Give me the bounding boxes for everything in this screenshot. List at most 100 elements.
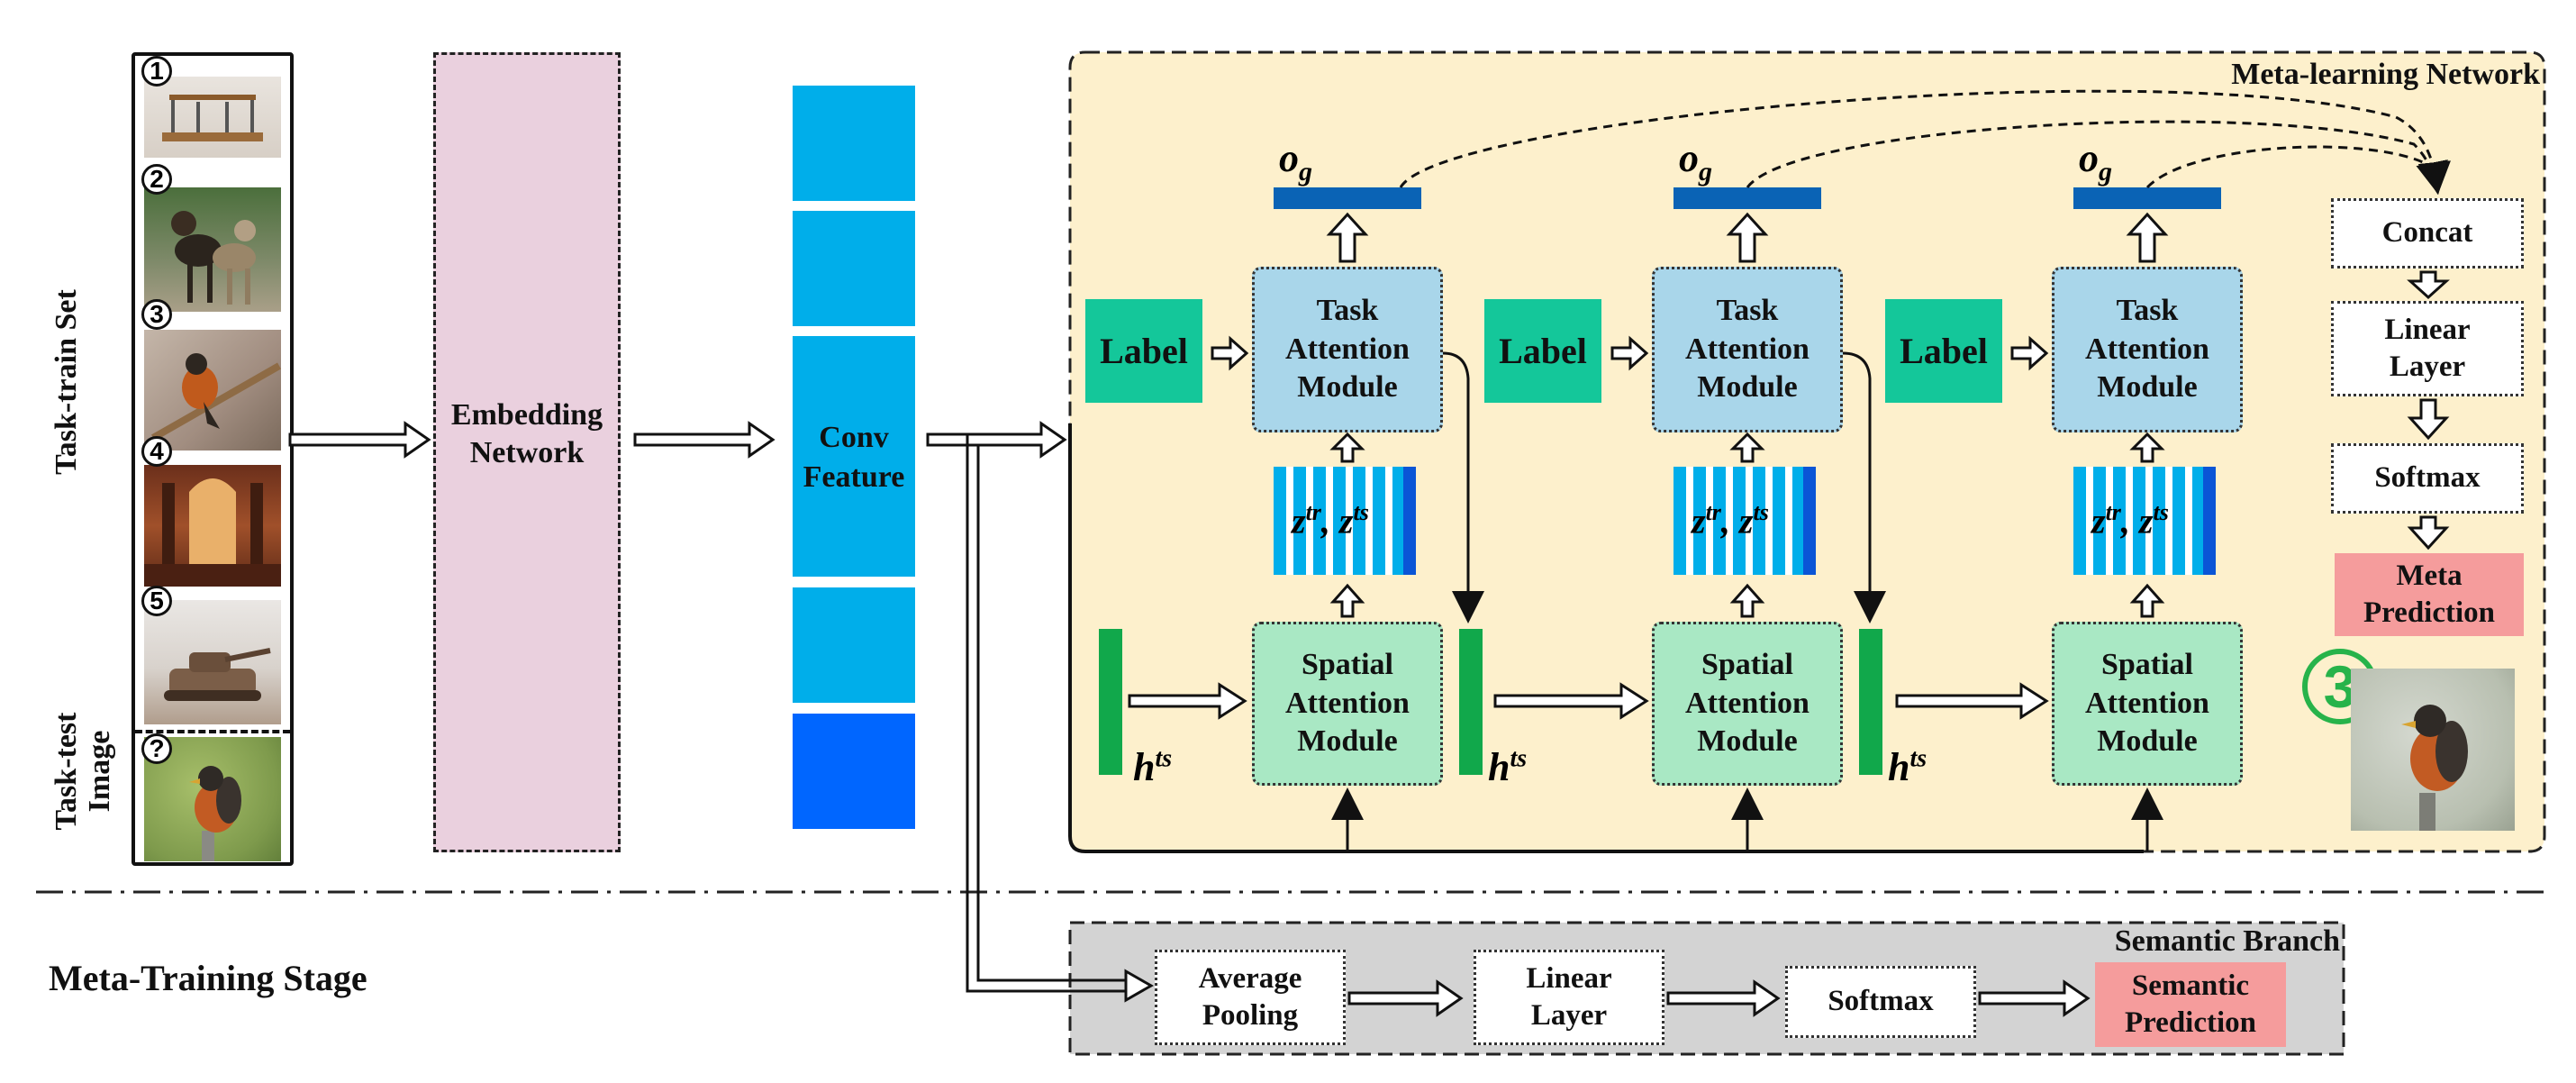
semantic-softmax-box: Softmax	[1785, 966, 1976, 1038]
meta-linear-layer-label: Linear Layer	[2384, 313, 2471, 383]
conv-block-5	[793, 714, 915, 829]
feature-stripes-2	[1673, 467, 1816, 575]
feature-stripes-1	[1274, 467, 1416, 575]
feature-stripe-last-2	[1803, 467, 1816, 575]
output-main-2: o	[1679, 136, 1699, 180]
label-box-1: Label	[1085, 299, 1202, 403]
spatial-attention-label-1: Spatial Attention Module	[1285, 648, 1410, 759]
feature-z-1: z	[1292, 500, 1306, 542]
output-main-1: o	[1279, 136, 1299, 180]
support-image-5	[144, 600, 281, 724]
spatial-attention-module-3: Spatial Attention Module	[2052, 622, 2243, 786]
hidden-bar-1	[1099, 629, 1122, 775]
feature-label-1: ztr, zts	[1292, 499, 1369, 542]
hidden-bar-2	[1459, 629, 1483, 775]
feature-stripe-last-3	[2203, 467, 2216, 575]
tank-icon	[164, 648, 271, 701]
output-main-3: o	[2079, 136, 2099, 180]
stage-label: Meta-Training Stage	[49, 958, 367, 998]
task-test-image-label: Task-test Image	[50, 695, 122, 848]
feature-ts-2: ts	[1753, 499, 1769, 525]
semantic-prediction-label: Semantic Prediction	[2124, 969, 2257, 1039]
hidden-ts-3: ts	[1909, 744, 1927, 773]
task-train-set-label: Task-train Set	[50, 278, 122, 486]
hidden-label-3: hts	[1888, 744, 1927, 790]
average-pooling-label: Average Pooling	[1198, 961, 1302, 1032]
hidden-ts-2: ts	[1510, 744, 1528, 773]
task-test-text: Task-test Image	[50, 712, 117, 831]
conv-block-3	[793, 336, 915, 577]
spatial-attention-label-3: Spatial Attention Module	[2085, 648, 2209, 759]
task-attention-label-1: Task Attention Module	[1285, 294, 1410, 405]
feature-z2-3: z	[2138, 500, 2154, 542]
feature-label-2: ztr, zts	[1692, 499, 1769, 542]
marker-3: 3	[141, 299, 172, 330]
output-label-3: og	[2079, 135, 2112, 187]
support-image-4	[144, 465, 281, 587]
marker-4: 4	[141, 436, 172, 467]
meta-prediction-label: Meta Prediction	[2363, 559, 2496, 629]
semantic-linear-layer-label: Linear Layer	[1526, 961, 1612, 1032]
marker-5: 5	[141, 586, 172, 616]
semantic-linear-layer-box: Linear Layer	[1474, 950, 1664, 1045]
feature-stripes-3	[2073, 467, 2216, 575]
dogs-icon	[171, 211, 256, 305]
feature-sep-1: ,	[1320, 500, 1339, 542]
output-sub-1: g	[1299, 156, 1312, 187]
meta-linear-layer-box: Linear Layer	[2331, 301, 2524, 396]
feature-z-3: z	[2091, 500, 2106, 542]
output-sub-3: g	[2099, 156, 2112, 187]
support-image-2	[144, 187, 281, 312]
label-box-2: Label	[1484, 299, 1601, 403]
meta-softmax-box: Softmax	[2331, 443, 2524, 514]
hidden-bar-3	[1859, 629, 1882, 775]
marker-query: ?	[141, 733, 172, 764]
average-pooling-box: Average Pooling	[1155, 950, 1346, 1045]
feature-z2-2: z	[1738, 500, 1754, 542]
spatial-attention-label-2: Spatial Attention Module	[1685, 648, 1810, 759]
feature-tr-2: tr	[1705, 499, 1721, 525]
output-label-2: og	[1679, 135, 1712, 187]
conv-block-4	[793, 587, 915, 703]
query-image	[144, 737, 281, 861]
semantic-branch-title: Semantic Branch	[2114, 924, 2340, 958]
conv-feature-label: Conv Feature	[803, 421, 905, 495]
marker-1: 1	[141, 56, 172, 86]
conv-block-2	[793, 211, 915, 326]
hidden-h-3: h	[1888, 745, 1910, 789]
feature-sep-3: ,	[2120, 500, 2139, 542]
feature-ts-1: ts	[1353, 499, 1369, 525]
meta-prediction-box: Meta Prediction	[2335, 553, 2524, 636]
hidden-h-1: h	[1133, 745, 1156, 789]
output-bar-1	[1274, 187, 1421, 209]
hidden-label-2: hts	[1488, 744, 1527, 790]
hidden-ts-1: ts	[1155, 744, 1173, 773]
task-attention-module-3: Task Attention Module	[2052, 267, 2243, 432]
robin-result-icon	[2401, 705, 2468, 831]
task-train-text: Task-train Set	[50, 289, 83, 475]
semantic-prediction-box: Semantic Prediction	[2095, 962, 2286, 1047]
output-bar-2	[1673, 187, 1821, 209]
embedding-network-label: Embedding Network	[450, 397, 603, 470]
feature-label-3: ztr, zts	[2091, 499, 2169, 542]
output-sub-2: g	[1699, 156, 1712, 187]
task-attention-module-1: Task Attention Module	[1252, 267, 1443, 432]
feature-stripe-last-1	[1403, 467, 1416, 575]
output-label-1: og	[1279, 135, 1312, 187]
feature-z2-1: z	[1338, 500, 1354, 542]
output-bar-3	[2073, 187, 2221, 209]
embedding-network: Embedding Network	[433, 52, 621, 852]
task-attention-module-2: Task Attention Module	[1652, 267, 1843, 432]
query-separator	[135, 730, 290, 733]
hall-icon	[144, 478, 281, 587]
hidden-h-2: h	[1488, 745, 1510, 789]
feature-tr-3: tr	[2105, 499, 2121, 525]
result-image	[2351, 669, 2515, 831]
meta-network-title: Meta-learning Network	[2231, 58, 2540, 91]
spatial-attention-module-2: Spatial Attention Module	[1652, 622, 1843, 786]
robin-icon	[189, 766, 241, 861]
spatial-attention-module-1: Spatial Attention Module	[1252, 622, 1443, 786]
label-box-3: Label	[1885, 299, 2002, 403]
task-attention-label-2: Task Attention Module	[1685, 294, 1810, 405]
support-image-1	[144, 77, 281, 158]
